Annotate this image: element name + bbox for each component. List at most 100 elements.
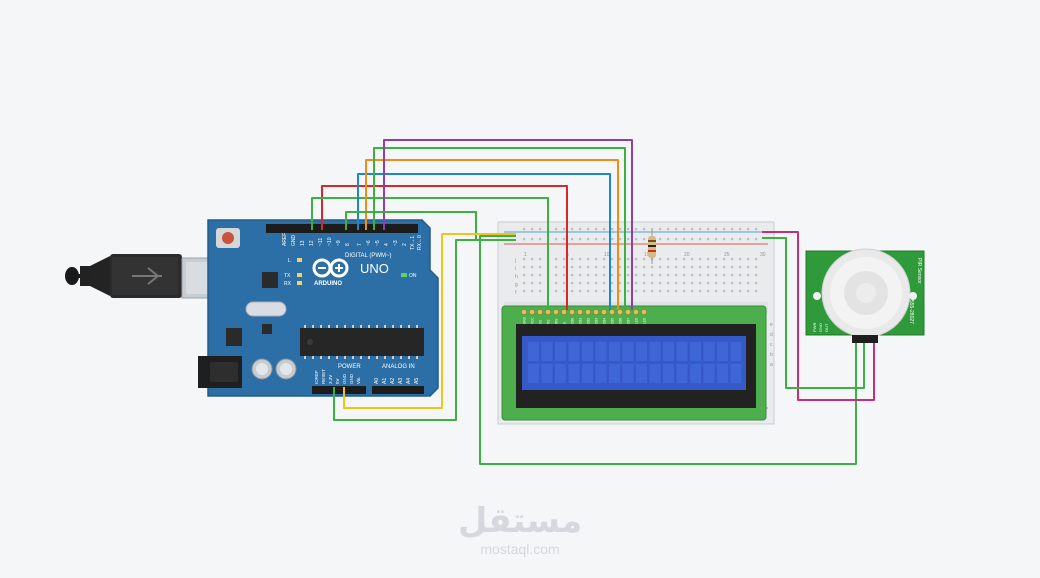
lcd-pin[interactable] (545, 309, 551, 315)
analog-header-label: ANALOG IN (382, 364, 415, 370)
svg-text:3.3V: 3.3V (328, 375, 333, 384)
lcd-pin[interactable] (641, 309, 647, 315)
wire-green-power (333, 239, 516, 421)
analog-pin-labels: A0 A1 A2 A3 A4 A5 (374, 378, 420, 384)
lcd-pin-label: DB7 (627, 318, 631, 324)
svg-text:c: c (770, 342, 773, 348)
lcd-pin[interactable] (617, 309, 623, 315)
lcd-pin[interactable] (537, 309, 543, 315)
lcd-pin[interactable] (585, 309, 591, 315)
svg-text:7: 7 (357, 243, 363, 246)
svg-text:A4: A4 (406, 378, 412, 384)
svg-text:GND: GND (291, 235, 297, 247)
lcd-pin-label: DB6 (619, 318, 623, 324)
svg-text:L: L (288, 258, 291, 264)
svg-text:A3: A3 (398, 378, 404, 384)
lcd-pin[interactable] (561, 309, 567, 315)
pir-pin-header[interactable] (852, 335, 878, 343)
svg-text:~11: ~11 (318, 238, 324, 246)
wire-red (321, 185, 568, 310)
svg-text:25: 25 (724, 252, 730, 258)
lcd-pin-label: DB4 (603, 318, 607, 324)
lcd-pin-label: DB0 (571, 318, 575, 324)
arduino-uno-board[interactable]: AREF GND 13 12 ~11 ~10 ~9 8 7 ~6 ~5 4 ~3… (198, 219, 439, 397)
lcd-pin[interactable] (569, 309, 575, 315)
pir-label: PIR Sensor (916, 258, 922, 284)
usb-cable[interactable] (65, 254, 223, 299)
digital-pin-labels: AREF GND 13 12 ~11 ~10 ~9 8 7 ~6 ~5 4 ~3… (282, 233, 423, 250)
lcd-pin[interactable] (529, 309, 535, 315)
digital-header[interactable] (266, 224, 418, 233)
svg-text:15: 15 (644, 252, 650, 258)
lcd-pin[interactable] (633, 309, 639, 315)
lcd-pin[interactable] (625, 309, 631, 315)
svg-text:مستقل: مستقل (458, 501, 582, 541)
svg-text:GND: GND (342, 373, 347, 384)
power-led (401, 273, 407, 277)
breadboard-row-labels: j i h g f e d c b a (514, 258, 773, 368)
svg-text:a: a (770, 362, 773, 368)
wire-green-top (311, 197, 549, 310)
svg-text:g: g (515, 282, 518, 288)
svg-text:13: 13 (300, 240, 306, 246)
lcd-pin-label: GND (523, 316, 527, 324)
svg-text:RX: RX (284, 281, 292, 287)
svg-text:~9: ~9 (336, 240, 342, 246)
lcd-pin-label: VCC (531, 317, 535, 324)
svg-text:10: 10 (604, 252, 610, 258)
svg-text:OUT: OUT (824, 323, 829, 332)
power-header[interactable] (312, 386, 366, 394)
svg-text:A0: A0 (374, 378, 380, 384)
lcd-pin-label: RS (547, 320, 551, 324)
svg-text:TX→1: TX→1 (410, 236, 416, 250)
svg-text:12: 12 (309, 240, 315, 246)
wires[interactable] (311, 139, 875, 465)
lcd-pin[interactable] (553, 309, 559, 315)
digital-header-label: DIGITAL (PWM~) (345, 253, 392, 259)
mostaql-watermark: مستقل mostaql.com (458, 501, 582, 557)
svg-text:f: f (515, 290, 517, 296)
arduino-logo (312, 258, 349, 278)
on-label: ON (409, 273, 417, 279)
board-brand-label: ARDUINO (314, 281, 342, 287)
usb-icon (132, 267, 162, 285)
svg-text:h: h (515, 274, 518, 280)
pir-sensor[interactable]: PIR Sensor 555-28027 PWR GND OUT (805, 248, 925, 343)
wire-green-bottom (479, 235, 857, 465)
lcd-pin[interactable] (521, 309, 527, 315)
lcd-pin-label: DB3 (595, 318, 599, 324)
usb-chip (262, 272, 278, 288)
svg-text:Vin: Vin (356, 377, 361, 384)
svg-text:30: 30 (760, 252, 766, 258)
svg-text:IOREF: IOREF (314, 370, 319, 384)
lcd-pin-label: DB5 (611, 318, 615, 324)
svg-text:GND: GND (349, 373, 354, 384)
lcd-pin[interactable] (601, 309, 607, 315)
svg-text:5V: 5V (335, 378, 340, 384)
svg-text:i: i (515, 266, 516, 272)
wire-pink (762, 231, 875, 401)
svg-text:1: 1 (524, 252, 527, 258)
wire-green-mid (373, 147, 626, 310)
lcd-pin[interactable] (577, 309, 583, 315)
lcd-pin[interactable] (593, 309, 599, 315)
svg-text:8: 8 (345, 243, 351, 246)
lcd-pin-label: LED (635, 317, 639, 324)
svg-text:PWR: PWR (812, 323, 817, 332)
lcd-pin[interactable] (609, 309, 615, 315)
wire-green-pir (762, 237, 865, 389)
resistor[interactable] (648, 230, 656, 264)
analog-header[interactable] (372, 386, 424, 394)
lcd-pin-label: LED (643, 317, 647, 324)
wire-green-gnd (345, 211, 477, 240)
crystal-oscillator (245, 301, 287, 317)
svg-text:TX: TX (284, 273, 291, 279)
power-header-label: POWER (338, 364, 361, 370)
svg-text:RESET: RESET (321, 369, 326, 384)
svg-text:AREF: AREF (282, 233, 288, 246)
svg-text:mostaql.com: mostaql.com (480, 541, 559, 557)
atmega-chip (300, 328, 424, 356)
